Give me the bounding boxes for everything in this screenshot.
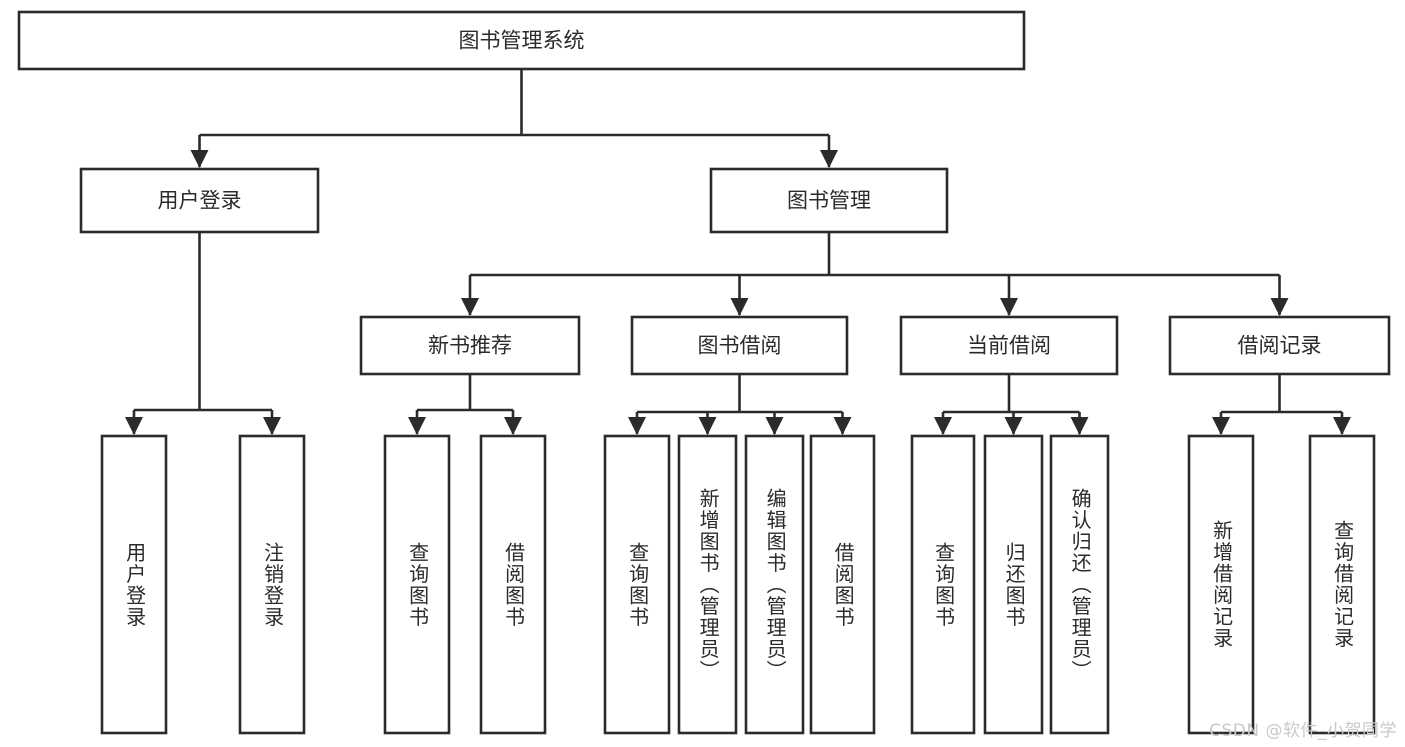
arrow-head-icon xyxy=(190,150,209,168)
arrow-head-icon xyxy=(461,298,479,316)
arrow-head-icon xyxy=(698,417,717,435)
arrow-head-icon xyxy=(263,417,281,435)
node-leaf-4[interactable] xyxy=(603,434,671,735)
node-leaf-5[interactable] xyxy=(677,434,738,735)
node-leaf-1[interactable] xyxy=(238,434,306,735)
arrow-head-icon xyxy=(730,298,749,316)
watermark-text: CSDN @软件_小贺同学 xyxy=(1209,721,1397,741)
arrow-head-icon xyxy=(765,417,784,435)
node-box-layer xyxy=(17,10,1391,735)
node-root-label: 图书管理系统 xyxy=(459,29,585,53)
connector-layer xyxy=(125,69,1351,435)
node-level2-label-0: 用户登录 xyxy=(158,189,242,213)
arrow-head-icon xyxy=(504,417,522,435)
node-leaf-9[interactable] xyxy=(983,434,1044,735)
arrow-head-icon xyxy=(125,417,143,435)
arrow-head-icon xyxy=(820,150,838,168)
node-level3-label-3: 借阅记录 xyxy=(1238,334,1322,358)
node-level3-label-2: 当前借阅 xyxy=(967,334,1051,358)
node-level3-label-1: 图书借阅 xyxy=(698,334,782,358)
node-leaf-6[interactable] xyxy=(744,434,805,735)
node-leaf-3[interactable] xyxy=(479,434,547,735)
arrow-head-icon xyxy=(833,417,852,435)
arrow-head-icon xyxy=(1004,417,1023,435)
node-level2-label-1: 图书管理 xyxy=(787,189,871,213)
arrow-head-icon xyxy=(408,417,426,435)
node-leaf-12[interactable] xyxy=(1308,434,1376,735)
node-level3-1[interactable] xyxy=(630,315,849,376)
arrow-head-icon xyxy=(1000,298,1018,316)
node-level3-2[interactable] xyxy=(899,315,1119,376)
node-level3-label-0: 新书推荐 xyxy=(428,334,512,358)
node-leaf-11[interactable] xyxy=(1187,434,1255,735)
node-leaf-8[interactable] xyxy=(910,434,976,735)
node-level3-3[interactable] xyxy=(1168,315,1391,376)
node-leaf-0[interactable] xyxy=(100,434,168,735)
arrow-head-icon xyxy=(934,417,952,435)
arrow-head-icon xyxy=(628,417,646,435)
arrow-head-icon xyxy=(1212,417,1230,435)
node-root[interactable] xyxy=(17,10,1026,71)
node-leaf-2[interactable] xyxy=(383,434,451,735)
arrow-head-icon xyxy=(1333,417,1351,435)
node-level2-1[interactable] xyxy=(709,167,949,234)
node-leaf-10[interactable] xyxy=(1049,434,1110,735)
node-level2-0[interactable] xyxy=(79,167,320,234)
arrow-head-icon xyxy=(1070,417,1089,435)
node-leaf-7[interactable] xyxy=(809,434,876,735)
arrow-head-icon xyxy=(1270,298,1289,316)
node-level3-0[interactable] xyxy=(359,315,581,376)
